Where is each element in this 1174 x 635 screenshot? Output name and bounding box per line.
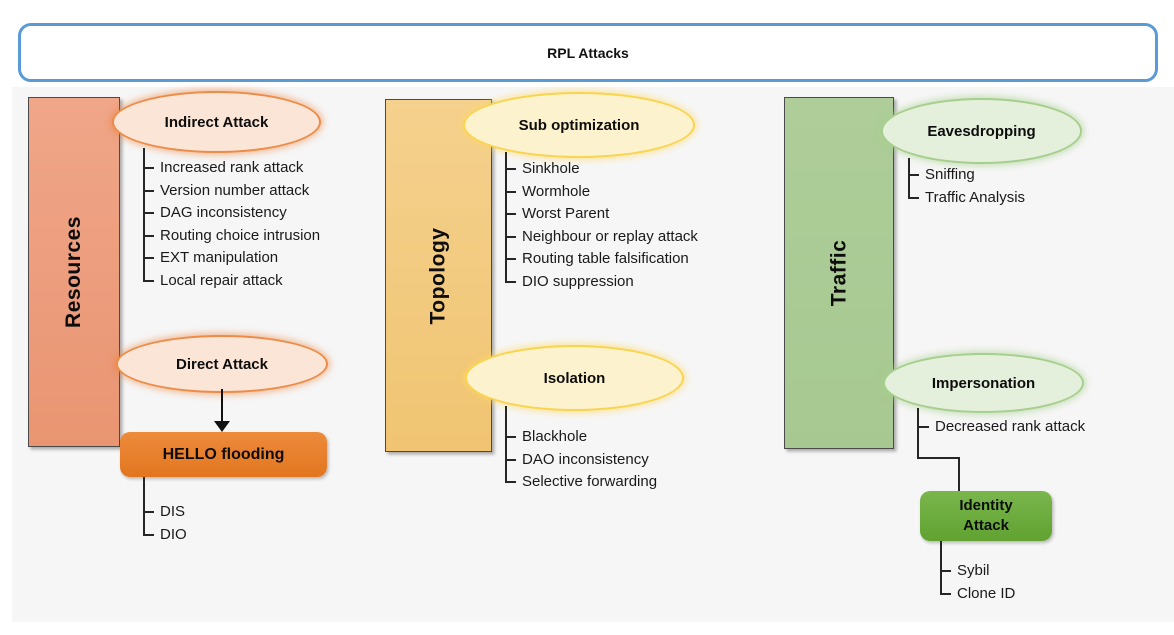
attack-list-item: Routing choice intrusion	[143, 225, 320, 248]
category-resources: Resources	[28, 97, 120, 447]
impersonation-connector-drop	[958, 457, 960, 493]
node-impersonation: Impersonation	[883, 353, 1084, 413]
attack-list-item: Routing table falsification	[505, 248, 698, 271]
category-traffic: Traffic	[784, 97, 894, 449]
category-resources-label: Resources	[62, 216, 86, 328]
node-hello-flooding: HELLO flooding	[120, 432, 327, 477]
node-identity-attack: Identity Attack	[920, 491, 1052, 541]
node-isolation-label: Isolation	[543, 369, 606, 387]
node-eavesdropping: Eavesdropping	[881, 98, 1082, 164]
direct-attack-arrow-line	[221, 389, 223, 422]
node-isolation: Isolation	[465, 345, 684, 411]
attack-list-item: DIS	[143, 501, 187, 524]
node-indirect-attack: Indirect Attack	[112, 91, 321, 153]
node-sub-optimization: Sub optimization	[463, 92, 695, 158]
attack-list-item: Clone ID	[940, 583, 1015, 606]
node-direct-attack: Direct Attack	[116, 335, 328, 393]
node-direct-attack-label: Direct Attack	[176, 355, 268, 373]
attack-list-item: Traffic Analysis	[908, 187, 1025, 210]
attack-list-item: Worst Parent	[505, 203, 698, 226]
attack-list-item: Selective forwarding	[505, 471, 657, 494]
attack-list-item: DIO	[143, 524, 187, 547]
attack-list-item: Wormhole	[505, 181, 698, 204]
category-topology-label: Topology	[426, 227, 450, 324]
node-identity-attack-label: Identity Attack	[959, 497, 1013, 534]
node-hello-flooding-label: HELLO flooding	[162, 445, 285, 463]
diagram-title: RPL Attacks	[547, 44, 629, 61]
attack-list-item: Sybil	[940, 560, 1015, 583]
impersonation-connector-vertical	[917, 408, 919, 459]
category-topology: Topology	[385, 99, 492, 452]
attack-list-item: Local repair attack	[143, 270, 320, 293]
category-traffic-label: Traffic	[827, 239, 850, 307]
node-indirect-attack-label: Indirect Attack	[164, 113, 269, 131]
node-impersonation-label: Impersonation	[931, 374, 1036, 392]
node-sub-optimization-label: Sub optimization	[518, 116, 640, 134]
attack-list-item: DAO inconsistency	[505, 449, 657, 472]
title-banner: RPL Attacks	[18, 23, 1158, 82]
impersonation-list: Decreased rank attack	[918, 416, 1085, 439]
impersonation-connector-horizontal	[917, 457, 960, 459]
attack-list-item: Neighbour or replay attack	[505, 226, 698, 249]
attack-list-item: DAG inconsistency	[143, 202, 320, 225]
node-eavesdropping-label: Eavesdropping	[927, 122, 1036, 140]
attack-list-item: Blackhole	[505, 426, 657, 449]
attack-list-item: Version number attack	[143, 180, 320, 203]
direct-attack-arrow-head	[214, 421, 230, 432]
attack-list-item: Sniffing	[908, 164, 1025, 187]
attack-list-item: Sinkhole	[505, 158, 698, 181]
attack-list-item: Decreased rank attack	[918, 416, 1085, 439]
attack-list-item: Increased rank attack	[143, 157, 320, 180]
attack-list-item: EXT manipulation	[143, 247, 320, 270]
attack-list-item: DIO suppression	[505, 271, 698, 294]
